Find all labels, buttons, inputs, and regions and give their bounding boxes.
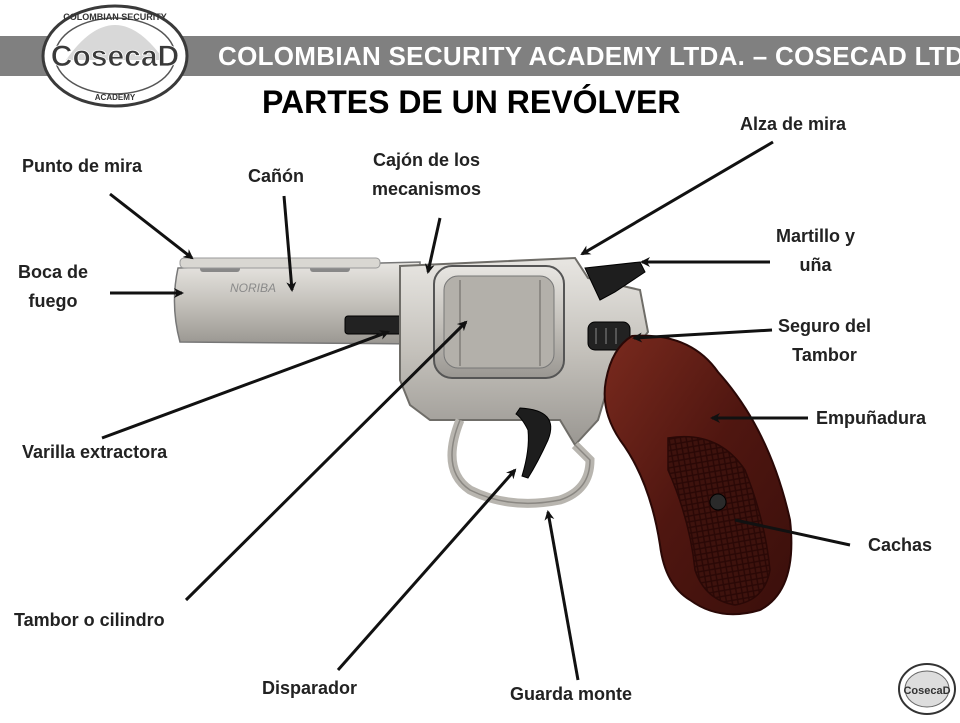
arrow-disparador: [336, 468, 517, 671]
arrow-seguro: [632, 328, 773, 343]
logo-bottom-text: ACADEMY: [95, 93, 136, 102]
logo-text: CosecaD: [51, 40, 179, 73]
arrow-punto-de-mira: [109, 192, 194, 260]
label-seguro: Seguro del Tambor: [778, 312, 871, 370]
label-seguro-line2: Tambor: [792, 345, 857, 365]
banner-title: COLOMBIAN SECURITY ACADEMY LTDA. – COSEC…: [218, 41, 960, 71]
label-martillo-line1: Martillo y: [776, 226, 856, 246]
callout-arrows: [101, 140, 851, 681]
label-seguro-line1: Seguro del: [778, 316, 872, 336]
cosecad-logo: COLOMBIAN SECURITY CosecaD ACADEMY: [30, 0, 200, 112]
logo-ring-text: COLOMBIAN SECURITY: [63, 12, 167, 22]
label-punto-de-mira: Punto de mira: [22, 156, 143, 176]
arrow-varilla: [101, 330, 390, 440]
cylinder: [433, 265, 565, 379]
cylinder-latch: [587, 321, 631, 351]
cosecad-logo-small: CosecaD: [896, 660, 958, 718]
label-empunadura: Empuñadura: [816, 408, 927, 428]
label-martillo: Martillo y uña: [776, 222, 855, 280]
arrow-cachas: [734, 518, 851, 547]
arrow-canon: [282, 195, 297, 292]
label-cajon: Cajón de los mecanismos: [372, 146, 481, 204]
grip: [603, 334, 793, 616]
hammer: [584, 261, 646, 301]
label-guarda-monte: Guarda monte: [510, 684, 633, 704]
arrow-alza: [580, 140, 774, 256]
small-logo-text: CosecaD: [903, 685, 950, 697]
arrow-guarda: [544, 510, 580, 681]
label-boca-de-fuego: Boca de fuego: [18, 258, 88, 316]
label-varilla: Varilla extractora: [22, 442, 168, 462]
label-canon: Cañón: [248, 166, 304, 186]
svg-text:NORIBA: NORIBA: [230, 281, 276, 295]
arrow-cajon: [424, 217, 442, 274]
page-title: PARTES DE UN REVÓLVER: [262, 84, 681, 120]
arrow-tambor: [184, 320, 468, 602]
label-cachas: Cachas: [868, 535, 933, 555]
label-boca-line2: fuego: [28, 291, 78, 311]
label-martillo-line2: uña: [799, 255, 832, 275]
label-cajon-line1: Cajón de los: [373, 150, 481, 170]
label-disparador: Disparador: [262, 678, 358, 698]
label-cajon-line2: mecanismos: [372, 179, 482, 199]
label-tambor: Tambor o cilindro: [14, 610, 165, 630]
label-boca-line1: Boca de: [18, 262, 89, 282]
trigger: [515, 407, 552, 479]
label-alza-de-mira: Alza de mira: [740, 114, 847, 134]
